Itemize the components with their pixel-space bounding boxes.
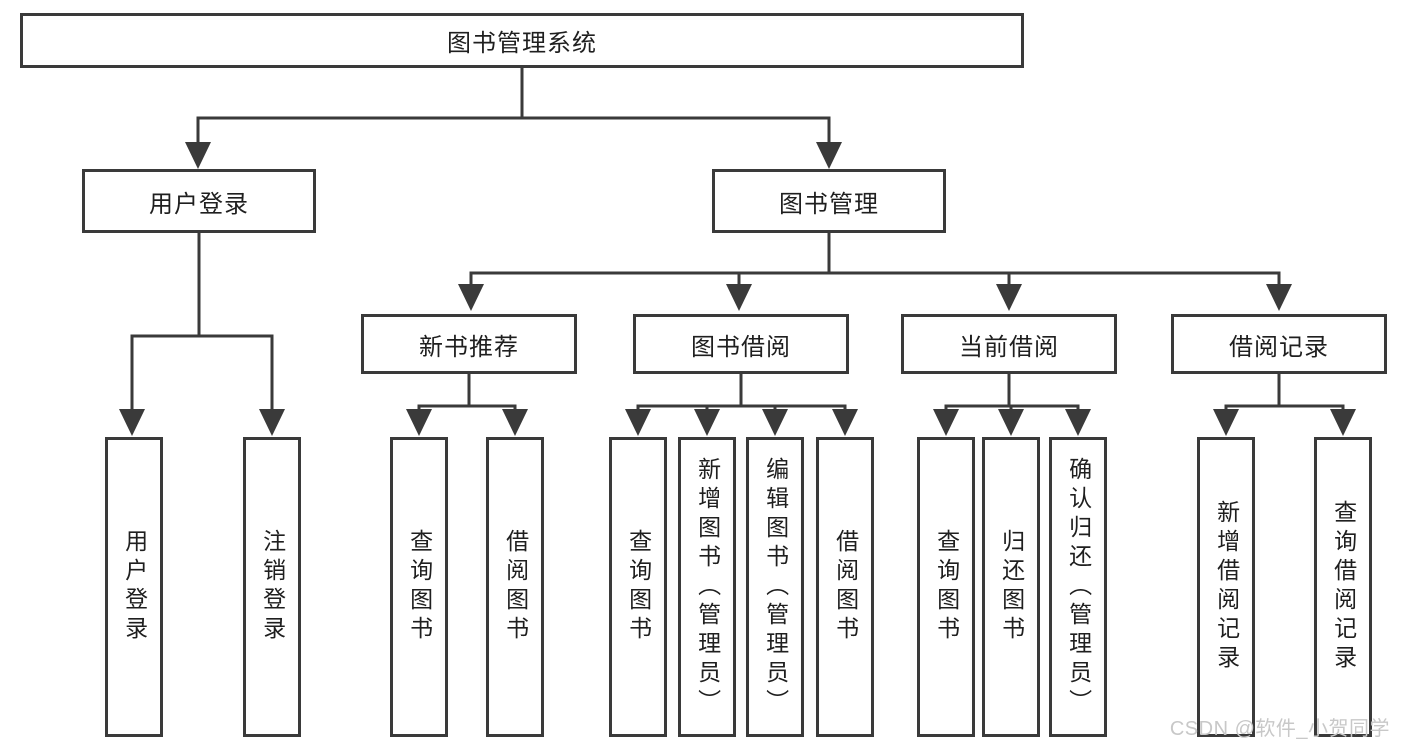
node-user-login: 用户登录	[105, 437, 163, 737]
connector-book-borrowing-children	[625, 374, 858, 436]
connector-borrowing-records-children	[1213, 374, 1356, 436]
node-confirm-return-admin: 确认归还（管理员）	[1049, 437, 1107, 737]
node-borrow-books: 借阅图书	[816, 437, 874, 737]
node-new-book-recommendation: 新书推荐	[361, 314, 577, 374]
connector-new-book-recommendation-children	[406, 374, 528, 436]
csdn-watermark: CSDN @软件_小贺同学	[1169, 718, 1390, 740]
node-logout: 注销登录	[243, 437, 301, 737]
node-book-borrowing: 图书借阅	[633, 314, 849, 374]
node-query-books-current: 查询图书	[917, 437, 975, 737]
node-book-management-module: 图书管理	[712, 169, 946, 233]
node-borrowing-records: 借阅记录	[1171, 314, 1387, 374]
node-query-books-borrowing: 查询图书	[609, 437, 667, 737]
node-add-books-admin: 新增图书（管理员）	[678, 437, 736, 737]
connector-book-management-children	[458, 233, 1292, 311]
node-return-books: 归还图书	[982, 437, 1040, 737]
node-query-books-recommend: 查询图书	[390, 437, 448, 737]
node-current-borrowing: 当前借阅	[901, 314, 1117, 374]
node-user-login-module: 用户登录	[82, 169, 316, 233]
connector-user-login-children	[119, 233, 285, 436]
node-add-borrow-record: 新增借阅记录	[1197, 437, 1255, 737]
connector-current-borrowing-children	[933, 374, 1091, 436]
node-library-management-system: 图书管理系统	[20, 13, 1024, 68]
node-borrow-books-recommend: 借阅图书	[486, 437, 544, 737]
node-query-borrow-record: 查询借阅记录	[1314, 437, 1372, 737]
connector-root-to-level2	[185, 68, 842, 169]
node-edit-books-admin: 编辑图书（管理员）	[746, 437, 804, 737]
